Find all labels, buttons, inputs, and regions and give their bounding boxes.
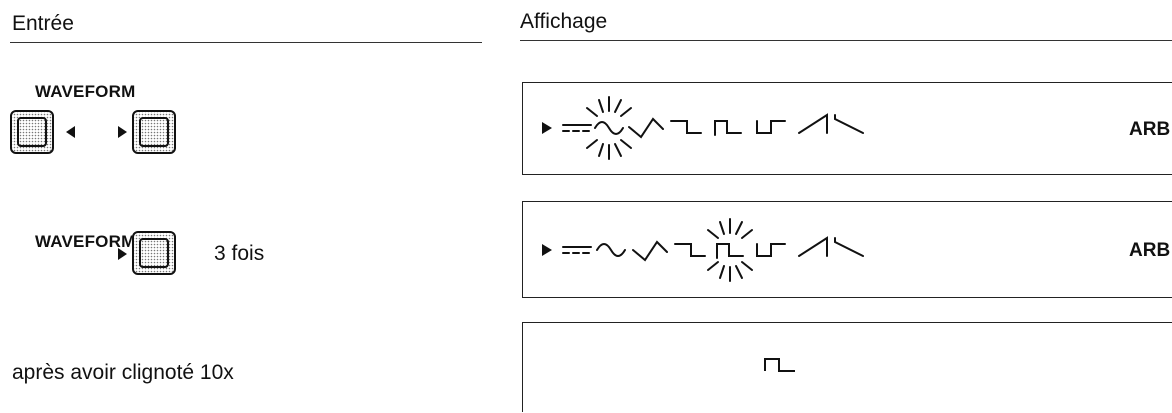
input-column-title: Entrée: [12, 12, 74, 35]
play-icon: [542, 244, 552, 256]
key-icon[interactable]: [132, 231, 176, 275]
arrow-left-icon: [66, 126, 75, 138]
mode-label-arb: ARB: [1129, 240, 1171, 261]
ramp-down-icon: [834, 114, 864, 134]
display-screen-1: ARB: [522, 82, 1172, 175]
arrow-right-icon: [118, 126, 127, 138]
ramp-down-icon: [834, 237, 864, 257]
waveform-key-label: WAVEFORM: [35, 232, 136, 251]
play-icon: [542, 122, 552, 134]
mode-label-arb: ARB: [1129, 119, 1171, 140]
sine-icon: [596, 243, 626, 257]
display-screen-2: ARB: [522, 201, 1172, 298]
display-screen-3: [522, 322, 1172, 412]
square-icon: [764, 358, 795, 372]
display-header-rule: [520, 40, 1172, 41]
repeat-count-text: 3 fois: [214, 242, 265, 265]
pulse-high-icon: [756, 243, 786, 257]
pulse-low-icon: [674, 243, 706, 257]
input-header-rule: [10, 42, 482, 43]
dc-icon: [562, 124, 592, 132]
ramp-up-icon: [798, 113, 828, 134]
triangle-icon: [632, 240, 668, 262]
blink-rays-icon: [707, 218, 753, 282]
pulse-high-icon: [756, 120, 786, 134]
arrow-right-icon: [118, 248, 127, 260]
after-blink-text: après avoir clignoté 10x: [12, 361, 234, 384]
dc-icon: [562, 246, 592, 254]
waveform-key-label: WAVEFORM: [35, 82, 136, 101]
square-icon: [716, 243, 744, 259]
key-icon[interactable]: [10, 110, 54, 154]
blink-rays-icon: [586, 96, 632, 160]
sine-icon: [594, 121, 624, 135]
ramp-up-icon: [798, 236, 828, 257]
key-icon[interactable]: [132, 110, 176, 154]
pulse-low-icon: [670, 120, 702, 134]
display-column-title: Affichage: [520, 10, 608, 33]
triangle-icon: [628, 117, 664, 139]
square-icon: [714, 120, 742, 136]
